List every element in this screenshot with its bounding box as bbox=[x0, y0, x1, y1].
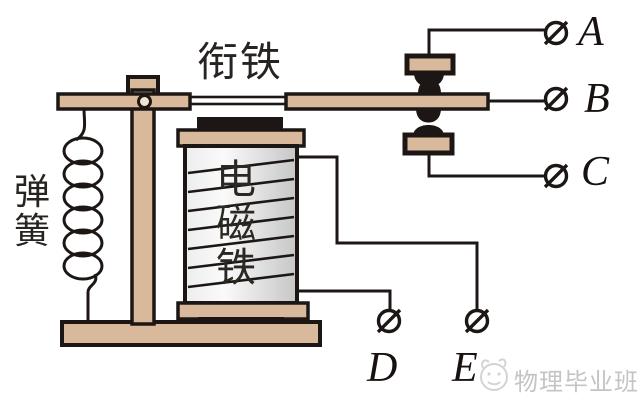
upper-fixed-contact-bracket bbox=[404, 53, 456, 76]
core-top-cap bbox=[197, 117, 283, 131]
spring-label: 弹簧 bbox=[14, 172, 51, 251]
watermark-text: 物理毕业班 bbox=[514, 369, 639, 396]
lower-fixed-contact-bracket bbox=[402, 132, 455, 156]
terminal-a-symbol bbox=[543, 20, 569, 46]
armature-bar-left bbox=[56, 92, 192, 111]
terminal-d-label: D bbox=[367, 345, 398, 391]
armature-label: 衔铁 bbox=[197, 39, 283, 85]
terminal-d-symbol bbox=[376, 308, 402, 334]
moving-contact-lower bbox=[416, 108, 441, 123]
armature-connecting-rod bbox=[184, 95, 290, 106]
terminal-a-label: A bbox=[578, 9, 604, 55]
coil-bottom-flange bbox=[176, 301, 310, 321]
coil-windings bbox=[187, 158, 295, 289]
pivot-circle bbox=[137, 94, 152, 109]
terminal-e-symbol bbox=[464, 308, 490, 334]
wire-coil-to-terminal-e bbox=[297, 155, 479, 309]
electromagnet-label: 电磁铁 bbox=[216, 157, 256, 290]
moving-contact-upper bbox=[418, 79, 441, 94]
core-bottom-cap bbox=[198, 317, 284, 323]
spring-coil bbox=[62, 107, 104, 322]
terminal-c-label: C bbox=[581, 149, 610, 195]
terminal-b-label: B bbox=[584, 76, 610, 122]
wire-to-terminal-a bbox=[427, 28, 545, 56]
terminal-e-label: E bbox=[452, 345, 478, 391]
terminal-b-symbol bbox=[543, 86, 569, 112]
wire-coil-to-terminal-d bbox=[297, 289, 392, 309]
terminal-c-symbol bbox=[543, 163, 569, 189]
base-plate bbox=[60, 320, 322, 347]
watermark-logo-icon bbox=[480, 358, 508, 391]
pivot-post bbox=[130, 88, 156, 326]
coil-top-flange bbox=[176, 128, 306, 148]
wire-to-terminal-c bbox=[427, 153, 545, 178]
armature-bar-right bbox=[284, 92, 490, 111]
